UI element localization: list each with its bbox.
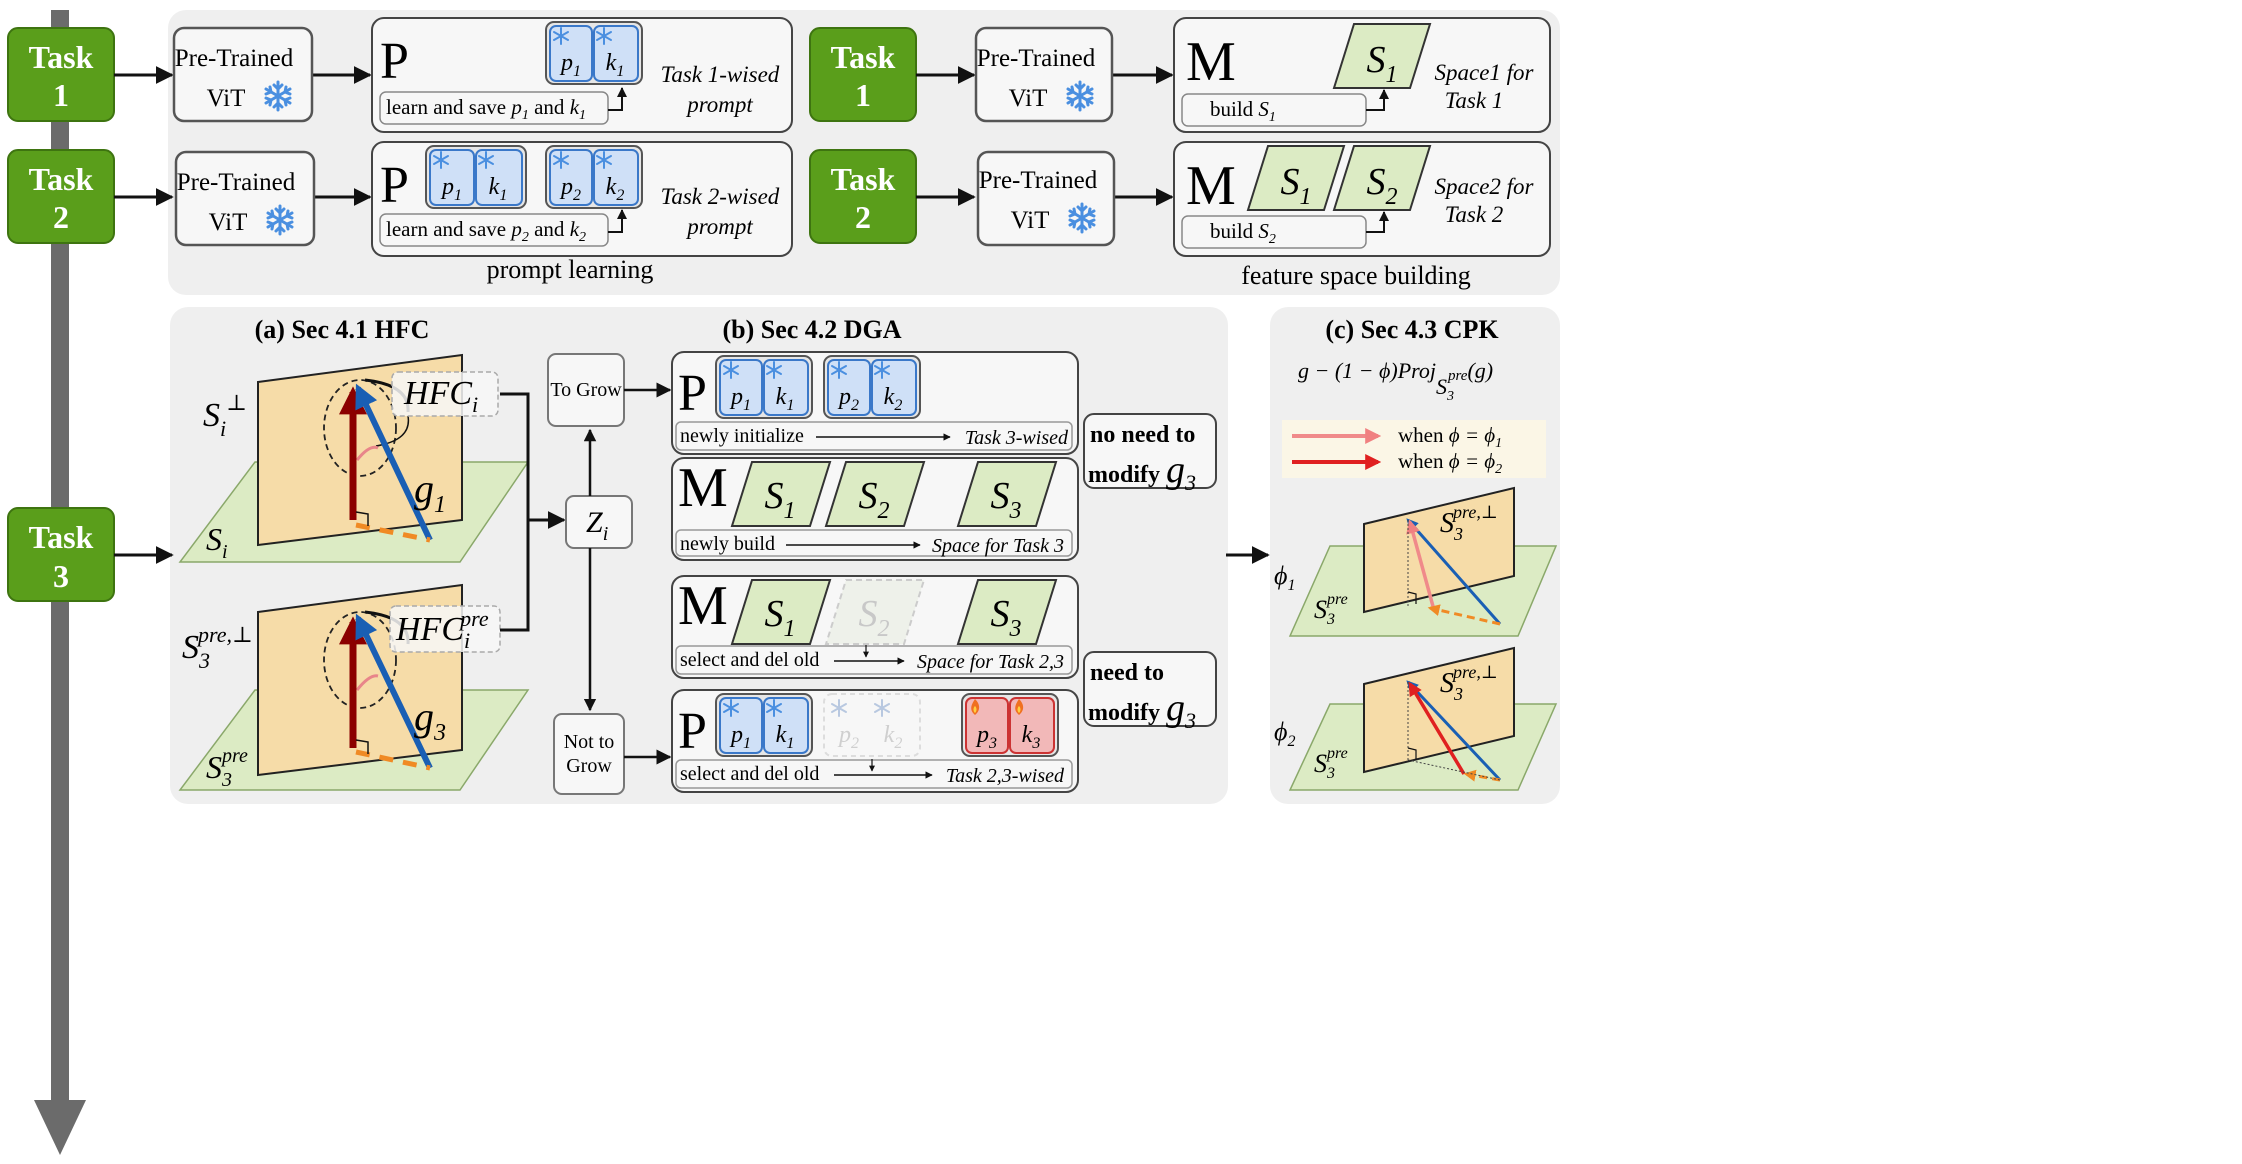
svg-text:newly initialize: newly initialize bbox=[680, 425, 804, 447]
vit-box-1: Pre-Trained ViT bbox=[172, 26, 314, 123]
dga-space-grow: M S1 S2 S3 newly build Space for Task 3 bbox=[671, 457, 1079, 561]
cpk-legend: when ϕ = ϕ1 when ϕ = ϕ2 bbox=[1282, 420, 1546, 478]
svg-text:select and del old: select and del old bbox=[680, 763, 819, 785]
to-grow-box: To Grow bbox=[547, 353, 625, 427]
vit-box-4: Pre-Trained ViT bbox=[976, 150, 1116, 247]
svg-text:P: P bbox=[380, 33, 409, 90]
task-3-label: Task bbox=[29, 519, 94, 555]
svg-text:Task 1: Task 1 bbox=[1445, 88, 1504, 113]
svg-text:Space for Task 3: Space for Task 3 bbox=[932, 535, 1064, 557]
vit-box-2: Pre-Trained ViT bbox=[174, 150, 316, 247]
svg-text:S1: S1 bbox=[765, 593, 796, 642]
svg-text:need to: need to bbox=[1090, 660, 1164, 686]
svg-text:P: P bbox=[678, 703, 707, 760]
svg-text:learn and save p2 and k2: learn and save p2 and k2 bbox=[386, 217, 586, 245]
dga-space-not-grow: M S1 S2 S3 select and del old Space for … bbox=[671, 575, 1079, 679]
svg-text:HFCi: HFCi bbox=[403, 375, 478, 417]
svg-text:Task: Task bbox=[831, 161, 896, 197]
task-2-box-right: Task 2 bbox=[809, 149, 917, 244]
cpk-upper-figure: S3pre,⊥ ϕ1 S3pre bbox=[1274, 486, 1558, 637]
svg-text:Not to: Not to bbox=[564, 731, 615, 753]
prompt-row-2: P p1 k1 p2 k2 learn and save p2 and k2 T… bbox=[371, 141, 793, 257]
svg-text:Pre-Trained: Pre-Trained bbox=[979, 167, 1098, 194]
svg-text:S2: S2 bbox=[859, 593, 890, 642]
cpk-formula: g − (1 − ϕ)ProjS3pre(g) bbox=[1298, 358, 1493, 404]
prompt-row-1: P p1 k1 learn and save p1 and k1 Task 1-… bbox=[371, 17, 793, 133]
svg-text:S2: S2 bbox=[859, 475, 890, 524]
svg-text:M: M bbox=[678, 457, 728, 519]
svg-text:Grow: Grow bbox=[566, 755, 612, 777]
task-3-number: 3 bbox=[53, 558, 69, 594]
task-2-number: 2 bbox=[53, 199, 69, 235]
task-2-label: Task bbox=[29, 161, 94, 197]
svg-text:g3: g3 bbox=[414, 694, 446, 746]
svg-text:prompt: prompt bbox=[685, 92, 753, 117]
prompt-learning-caption: prompt learning bbox=[487, 255, 654, 284]
svg-text:ViT: ViT bbox=[1011, 207, 1050, 234]
svg-text:ViT: ViT bbox=[1009, 85, 1048, 112]
svg-text:build S2: build S2 bbox=[1210, 219, 1276, 247]
svg-text:when ϕ = ϕ2: when ϕ = ϕ2 bbox=[1398, 449, 1502, 477]
svg-text:build S1: build S1 bbox=[1210, 97, 1276, 125]
svg-text:1: 1 bbox=[855, 77, 871, 113]
cpk-title: (c) Sec 4.3 CPK bbox=[1325, 315, 1499, 344]
task-arrows bbox=[114, 66, 1174, 564]
svg-text:select and del old: select and del old bbox=[680, 649, 819, 671]
svg-text:M: M bbox=[678, 575, 728, 637]
task-1-label: Task bbox=[29, 39, 94, 75]
zi-box: Zi bbox=[565, 495, 633, 549]
svg-text:Pre-Trained: Pre-Trained bbox=[177, 169, 296, 196]
svg-text:2: 2 bbox=[855, 199, 871, 235]
svg-text:when ϕ = ϕ1: when ϕ = ϕ1 bbox=[1398, 423, 1502, 451]
svg-text:P: P bbox=[678, 365, 707, 422]
svg-text:no need to: no need to bbox=[1090, 422, 1195, 448]
svg-text:Task 2: Task 2 bbox=[1445, 202, 1504, 227]
feature-space-caption: feature space building bbox=[1241, 261, 1471, 290]
svg-text:Pre-Trained: Pre-Trained bbox=[175, 45, 294, 72]
dga-prompt-not-grow: P p1 k1 p2 k2 p3 k3 select and del old T… bbox=[671, 689, 1079, 793]
svg-text:Task: Task bbox=[831, 39, 896, 75]
dga-prompt-grow: P p1 k1 p2 k2 newly initialize Task 3-wi… bbox=[671, 351, 1079, 455]
svg-text:Task 2-wised: Task 2-wised bbox=[661, 184, 780, 209]
svg-text:M: M bbox=[1186, 155, 1236, 217]
svg-text:M: M bbox=[1186, 31, 1236, 93]
cpk-lower-figure: S3pre,⊥ ϕ2 S3pre bbox=[1274, 646, 1558, 791]
svg-text:newly build: newly build bbox=[680, 533, 775, 555]
not-to-grow-box: Not to Grow bbox=[553, 713, 625, 795]
task-3-box: Task 3 bbox=[7, 507, 115, 602]
dga-arrows bbox=[583, 382, 672, 765]
hfc-lower-figure: g3 S3pre,⊥ S3pre HFCipre bbox=[178, 583, 530, 791]
svg-text:Task 3-wised: Task 3-wised bbox=[965, 427, 1069, 449]
svg-text:Task 1-wised: Task 1-wised bbox=[661, 62, 780, 87]
svg-text:ViT: ViT bbox=[209, 209, 248, 236]
task-1-box-right: Task 1 bbox=[809, 27, 917, 122]
svg-text:ViT: ViT bbox=[207, 85, 246, 112]
dga-title: (b) Sec 4.2 DGA bbox=[722, 315, 901, 344]
svg-text:P: P bbox=[380, 157, 409, 214]
hfc-title: (a) Sec 4.1 HFC bbox=[255, 315, 430, 344]
space-row-1: M S1 build S1 Space1 for Task 1 bbox=[1173, 17, 1551, 133]
vit-box-3: Pre-Trained ViT bbox=[974, 26, 1114, 123]
svg-text:Pre-Trained: Pre-Trained bbox=[977, 45, 1096, 72]
svg-text:To Grow: To Grow bbox=[550, 379, 622, 401]
svg-text:prompt: prompt bbox=[685, 214, 753, 239]
svg-text:learn and save p1 and k1: learn and save p1 and k1 bbox=[386, 95, 586, 123]
svg-text:Space for Task 2,3: Space for Task 2,3 bbox=[917, 651, 1064, 673]
space-row-2: M S1 S2 build S2 Space2 for Task 2 bbox=[1173, 141, 1551, 257]
task-2-box: Task 2 bbox=[7, 149, 115, 244]
hfc-to-zi-lines bbox=[500, 392, 566, 632]
svg-text:Space2 for: Space2 for bbox=[1434, 174, 1534, 199]
task-1-box: Task 1 bbox=[7, 27, 115, 122]
svg-text:Space1 for: Space1 for bbox=[1434, 60, 1534, 85]
svg-text:Task 2,3-wised: Task 2,3-wised bbox=[946, 765, 1065, 787]
task-1-number: 1 bbox=[53, 77, 69, 113]
